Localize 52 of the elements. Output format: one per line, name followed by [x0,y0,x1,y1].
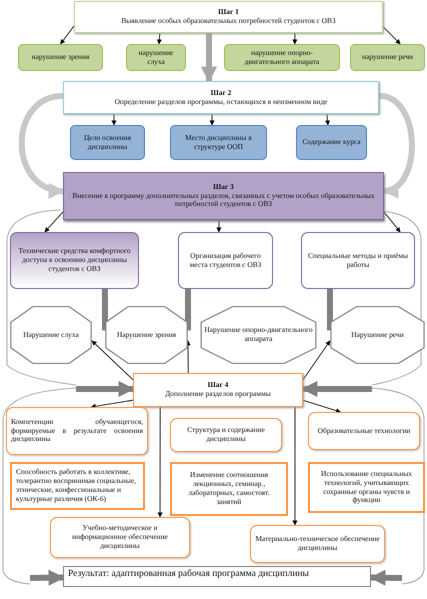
arrow [302,400,341,414]
arrow [216,220,222,232]
octagon-box [10,306,92,364]
process-box [70,125,145,160]
arrow [186,340,191,374]
arrow [90,400,134,409]
octagon-box [330,306,425,364]
arrow [111,114,116,126]
process-box [170,125,267,160]
process-box [308,462,425,513]
octagon-box [105,306,188,364]
process-box [308,412,420,450]
arrow [302,340,330,380]
arrow [30,570,65,586]
process-box [10,462,145,510]
process-box [50,517,190,558]
arrow [158,406,163,518]
process-box [6,407,148,455]
process-box [170,418,282,452]
arrow [382,26,401,44]
box-text: Результат: адаптированная рабочая программа дисциплины [68,569,310,580]
arrow [76,380,135,397]
arrow [301,380,372,397]
arrow [201,32,217,83]
step-box [133,373,303,407]
step-box [63,172,384,220]
process-box [296,125,367,160]
arrow [60,26,74,44]
process-box [350,44,425,71]
arrow [18,92,65,197]
process-box [178,232,273,289]
process-box [63,566,371,587]
arrow [156,32,162,44]
process-box [250,525,385,563]
step-box [63,81,379,114]
process-box [170,462,288,516]
arrow [92,340,134,380]
arrow [44,211,64,232]
arrow [384,211,401,232]
process-box [10,232,139,289]
arrow [325,114,330,126]
process-box [126,44,186,71]
process-box [301,232,415,289]
arrow [369,570,402,586]
step-box [74,1,383,33]
arrow [378,92,415,196]
process-box [224,44,340,71]
octagon-box [200,306,317,364]
arrow [292,32,298,44]
process-box [18,44,103,71]
arrow [292,406,298,526]
arrow [210,114,215,126]
